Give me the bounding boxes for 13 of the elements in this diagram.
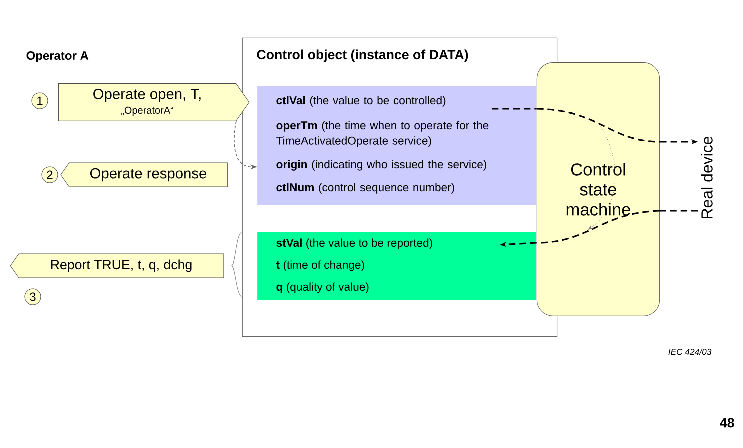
message-tag: Operate response (60, 162, 228, 188)
step-number: 2 (42, 166, 58, 184)
page-number: 48 (720, 418, 734, 428)
message-tag: Operate open, T, „OperatorA“ (58, 84, 250, 122)
control-attributes-panel: ctlVal (the value to be controlled) operTm (the time when to operate for the TimeActivatedOperate service) origin (indicating who issued the service) ctlNum (control sequence number) (258, 86, 536, 206)
device-label: Real device (701, 136, 713, 218)
step-number: 3 (24, 288, 42, 306)
step-number: 1 (32, 92, 48, 110)
status-attributes-panel: stVal (the value to be reported) t (time of change) q (quality of value) (258, 232, 536, 300)
message-tag: Report TRUE, t, q, dchg (10, 254, 224, 278)
state-machine-box: Control state machine (536, 62, 660, 316)
heading: Operator A (26, 52, 89, 62)
figure-reference: IEC 424/03 (668, 348, 712, 356)
